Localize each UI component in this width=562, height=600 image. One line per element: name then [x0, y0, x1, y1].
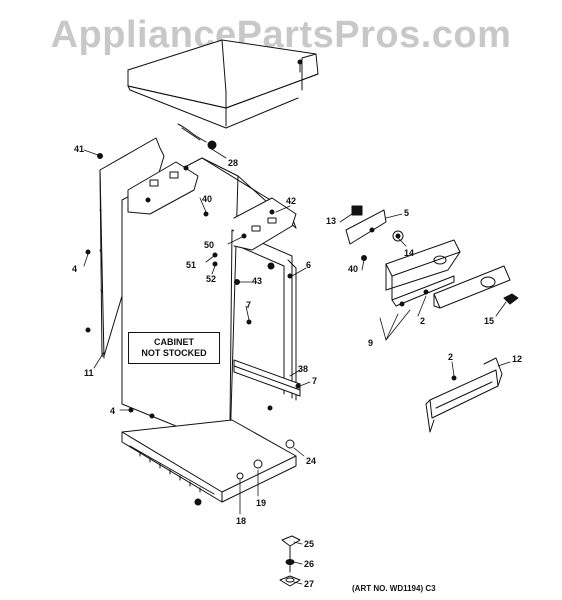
callout-18: 18 [236, 516, 247, 526]
callout-4-lower: 4 [110, 406, 116, 416]
callout-27: 27 [304, 579, 315, 589]
top-cover [127, 39, 319, 129]
callout-28: 28 [228, 158, 239, 168]
cabinet-note-line2: NOT STOCKED [141, 348, 207, 358]
callout-40-right: 40 [348, 264, 359, 274]
callout-7-lower: 7 [312, 376, 318, 386]
callout-14: 14 [404, 248, 415, 258]
callout-9: 9 [368, 338, 374, 348]
callout-41: 41 [74, 144, 85, 154]
callout-52: 52 [206, 274, 217, 284]
callout-26: 26 [304, 559, 315, 569]
callout-15: 15 [484, 316, 495, 326]
callout-6: 6 [306, 260, 312, 270]
cabinet-note-line1: CABINET [154, 337, 194, 347]
callout-42: 42 [286, 196, 297, 206]
callout-12: 12 [512, 354, 523, 364]
callout-13: 13 [326, 216, 337, 226]
callout-7: 7 [246, 300, 252, 310]
control-bracket [345, 205, 404, 261]
callout-5: 5 [404, 208, 410, 218]
control-panel [385, 239, 461, 307]
callout-51: 51 [186, 260, 197, 270]
callout-43: 43 [252, 276, 263, 286]
callout-38: 38 [298, 364, 309, 374]
top-screw [297, 59, 303, 73]
callout-4: 4 [72, 264, 78, 274]
side-bracket [425, 357, 503, 433]
callout-24: 24 [306, 456, 317, 466]
callout-50: 50 [204, 240, 215, 250]
leveling-leg [279, 535, 301, 587]
callout-25: 25 [304, 539, 315, 549]
callout-19: 19 [256, 498, 267, 508]
callout-11: 11 [84, 368, 94, 378]
base-pan [121, 419, 297, 506]
callout-2: 2 [420, 316, 426, 326]
control-overlay [399, 265, 519, 309]
cabinet-note: CABINET NOT STOCKED [128, 332, 220, 364]
callout-2-lower: 2 [448, 352, 454, 362]
art-number: (ART NO. WD1194) C3 [352, 584, 436, 593]
power-cord [177, 123, 217, 150]
leader-lines [83, 147, 511, 585]
callout-40: 40 [202, 194, 213, 204]
